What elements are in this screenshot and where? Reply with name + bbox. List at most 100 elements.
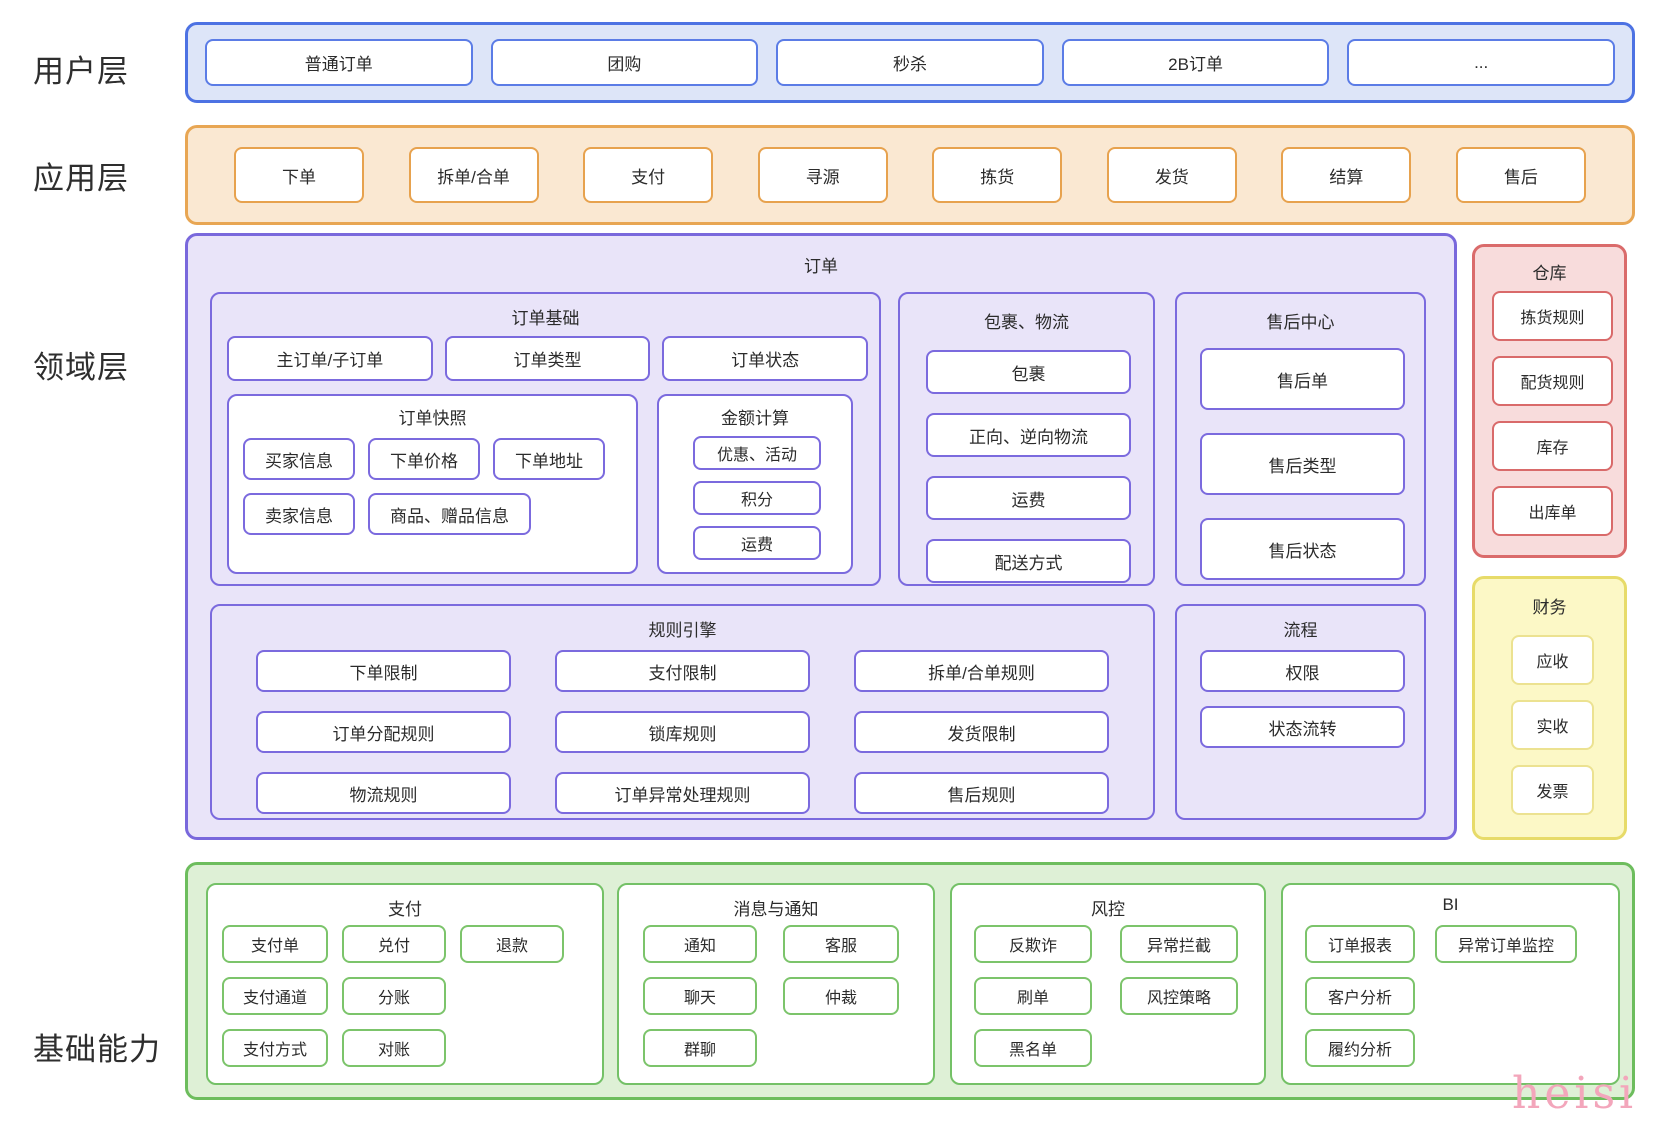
box-permission: 权限 <box>1200 650 1405 692</box>
process-section: 流程 权限 状态流转 <box>1175 604 1426 820</box>
foundation-container: 支付 支付单 兑付 退款 支付通道 分账 支付方式 对账 消息与通知 通知 客服 <box>185 862 1635 1100</box>
box-buyer-info: 买家信息 <box>243 438 355 480</box>
box-inventory: 库存 <box>1492 421 1613 471</box>
finance-title: 财务 <box>1532 598 1567 617</box>
order-base-row: 主订单/子订单 订单类型 订单状态 <box>227 336 869 381</box>
rules-row-1: 下单限制 支付限制 拆单/合单规则 <box>212 650 1153 692</box>
box-brushing: 刷单 <box>974 977 1092 1015</box>
app-item-shipping: 发货 <box>1106 147 1237 203</box>
risk-title: 风控 <box>1091 900 1125 919</box>
app-item-place-order: 下单 <box>234 147 364 203</box>
rules-row-3: 物流规则 订单异常处理规则 售后规则 <box>212 772 1153 814</box>
box-aftersale-rule: 售后规则 <box>854 772 1109 814</box>
finance-container: 财务 应收 实收 发票 <box>1472 576 1627 840</box>
box-split-account: 分账 <box>342 977 446 1015</box>
box-order-dispatch-rule: 订单分配规则 <box>256 711 511 753</box>
box-promo-activity: 优惠、活动 <box>693 436 821 470</box>
box-anti-fraud: 反欺诈 <box>974 925 1092 963</box>
payment-row-2: 支付通道 分账 <box>222 977 446 1015</box>
box-allocation-rule: 配货规则 <box>1492 356 1613 406</box>
box-reconciliation: 对账 <box>342 1029 446 1067</box>
order-snapshot-panel: 订单快照 买家信息 下单价格 下单地址 卖家信息 商品、赠品信息 <box>227 394 638 574</box>
rules-engine-title: 规则引擎 <box>648 621 717 640</box>
user-item-2b-order: 2B订单 <box>1061 39 1330 86</box>
box-chat: 聊天 <box>643 977 757 1015</box>
app-item-pay: 支付 <box>583 147 714 203</box>
order-domain-container: 订单 订单基础 主订单/子订单 订单类型 订单状态 订单快照 买家信息 下单价格… <box>185 233 1457 840</box>
risk-section: 风控 反欺诈 异常拦截 刷单 风控策略 黑名单 <box>950 883 1266 1085</box>
box-ship-limit: 发货限制 <box>854 711 1109 753</box>
bi-row-3: 履约分析 <box>1305 1029 1415 1067</box>
aftersale-center-section: 售后中心 售后单 售后类型 售后状态 <box>1175 292 1426 586</box>
message-row-3: 群聊 <box>643 1029 757 1067</box>
amount-calc-panel: 金额计算 优惠、活动 积分 运费 <box>657 394 853 574</box>
box-points: 积分 <box>693 481 821 515</box>
message-row-2: 聊天 仲裁 <box>643 977 899 1015</box>
bi-row-2: 客户分析 <box>1305 977 1415 1015</box>
bi-section: BI 订单报表 异常订单监控 客户分析 履约分析 <box>1281 883 1620 1085</box>
user-item-flash-sale: 秒杀 <box>776 39 1044 86</box>
message-section: 消息与通知 通知 客服 聊天 仲裁 群聊 <box>617 883 935 1085</box>
box-goods-gift-info: 商品、赠品信息 <box>368 493 531 535</box>
box-order-type: 订单类型 <box>444 336 651 381</box>
box-freight-amount: 运费 <box>693 526 821 560</box>
box-aftersale-type: 售后类型 <box>1200 433 1405 495</box>
app-item-picking: 拣货 <box>932 147 1063 203</box>
box-status-flow: 状态流转 <box>1200 706 1405 748</box>
box-order-address: 下单地址 <box>493 438 605 480</box>
user-layer-container: 普通订单 团购 秒杀 2B订单 ... <box>185 22 1635 103</box>
box-customer-analysis: 客户分析 <box>1305 977 1415 1015</box>
box-delivery-method: 配送方式 <box>926 539 1131 583</box>
box-payment-method: 支付方式 <box>222 1029 328 1067</box>
box-order-exception-rule: 订单异常处理规则 <box>555 772 810 814</box>
payment-title: 支付 <box>388 900 422 919</box>
package-logistics-title: 包裹、物流 <box>984 313 1069 332</box>
box-customer-service: 客服 <box>783 925 899 963</box>
box-notification: 通知 <box>643 925 757 963</box>
user-item-more: ... <box>1347 39 1615 86</box>
box-order-price: 下单价格 <box>368 438 480 480</box>
box-freight: 运费 <box>926 476 1131 520</box>
box-fulfillment-analysis: 履约分析 <box>1305 1029 1415 1067</box>
package-logistics-section: 包裹、物流 包裹 正向、逆向物流 运费 配送方式 <box>898 292 1155 586</box>
box-anomaly-intercept: 异常拦截 <box>1120 925 1238 963</box>
app-layer-container: 下单 拆单/合单 支付 寻源 拣货 发货 结算 售后 <box>185 125 1635 225</box>
box-outbound-order: 出库单 <box>1492 486 1613 536</box>
box-receivable: 应收 <box>1511 635 1594 685</box>
message-title: 消息与通知 <box>733 900 819 919</box>
box-abnormal-order-monitor: 异常订单监控 <box>1435 925 1577 963</box>
box-blacklist: 黑名单 <box>974 1029 1092 1067</box>
app-item-split-merge: 拆单/合单 <box>408 147 539 203</box>
payment-row-3: 支付方式 对账 <box>222 1029 446 1067</box>
box-pay-limit: 支付限制 <box>555 650 810 692</box>
box-payment-channel: 支付通道 <box>222 977 328 1015</box>
app-item-aftersale: 售后 <box>1455 147 1586 203</box>
box-split-merge-rule: 拆单/合单规则 <box>854 650 1109 692</box>
snapshot-row-1: 买家信息 下单价格 下单地址 <box>243 438 605 480</box>
watermark: heisi <box>1512 1068 1638 1119</box>
box-order-report: 订单报表 <box>1305 925 1415 963</box>
box-redemption: 兑付 <box>342 925 446 963</box>
payment-section: 支付 支付单 兑付 退款 支付通道 分账 支付方式 对账 <box>206 883 604 1085</box>
order-base-section: 订单基础 主订单/子订单 订单类型 订单状态 订单快照 买家信息 下单价格 下单… <box>210 292 881 586</box>
rules-engine-section: 规则引擎 下单限制 支付限制 拆单/合单规则 订单分配规则 锁库规则 发货限制 … <box>210 604 1155 820</box>
label-domain-layer: 领域层 <box>33 350 129 385</box>
label-user-layer: 用户层 <box>33 54 129 89</box>
message-row-1: 通知 客服 <box>643 925 899 963</box>
label-foundation-layer: 基础能力 <box>33 1032 161 1067</box>
box-arbitration: 仲裁 <box>783 977 899 1015</box>
box-seller-info: 卖家信息 <box>243 493 355 535</box>
rules-row-2: 订单分配规则 锁库规则 发货限制 <box>212 711 1153 753</box>
box-refund: 退款 <box>460 925 564 963</box>
box-received: 实收 <box>1511 700 1594 750</box>
box-aftersale-status: 售后状态 <box>1200 518 1405 580</box>
payment-row-1: 支付单 兑付 退款 <box>222 925 564 963</box>
app-item-sourcing: 寻源 <box>757 147 888 203</box>
label-app-layer: 应用层 <box>33 161 129 196</box>
order-snapshot-title: 订单快照 <box>398 409 467 428</box>
box-logistics-rule: 物流规则 <box>256 772 511 814</box>
box-payment-order: 支付单 <box>222 925 328 963</box>
box-invoice: 发票 <box>1511 765 1594 815</box>
box-aftersale-order: 售后单 <box>1200 348 1405 410</box>
